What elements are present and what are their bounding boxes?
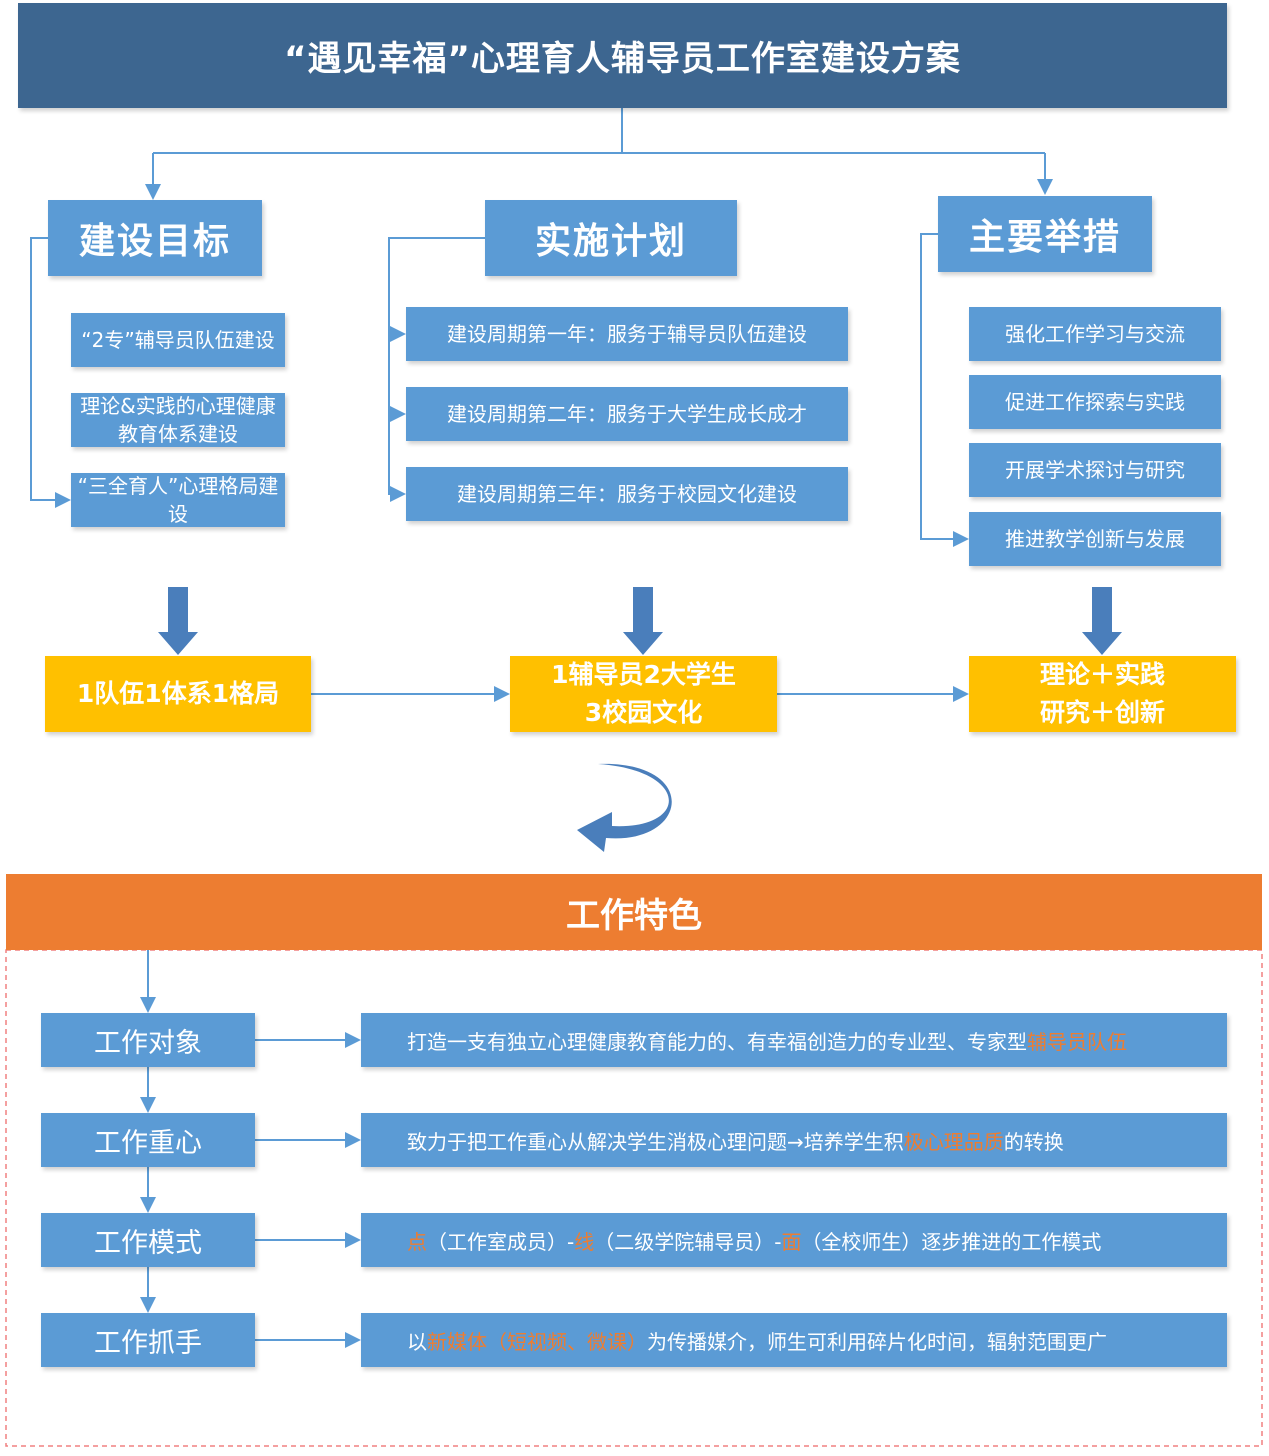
- measure-item: 强化工作学习与交流: [969, 307, 1221, 361]
- description-text: （全校师生）逐步推进的工作模式: [801, 1229, 1102, 1254]
- feature-label: 工作对象: [41, 1013, 255, 1067]
- highlight-text: 极心理品质: [903, 1129, 1004, 1154]
- features-header: 工作特色: [6, 874, 1262, 950]
- description-text: 以: [407, 1329, 427, 1354]
- description-text: （工作室成员）-: [427, 1229, 575, 1254]
- result-line: 理论＋实践: [1039, 660, 1165, 689]
- highlight-text: 辅导员队伍: [1027, 1029, 1127, 1054]
- goal-item: “三全育人”心理格局建设: [71, 473, 285, 527]
- feature-description: 打造一支有独立心理健康教育能力的、有幸福创造力的专业型、专家型辅导员队伍: [361, 1013, 1227, 1067]
- result-plan: 1辅导员2大学生 3校园文化: [510, 656, 777, 732]
- measure-item: 促进工作探索与实践: [969, 375, 1221, 429]
- description-text: 为传播媒介，师生可利用碎片化时间，辐射范围更广: [647, 1329, 1107, 1354]
- highlight-text: 点: [407, 1229, 427, 1254]
- feature-label: 工作重心: [41, 1113, 255, 1167]
- description-text: 的转换: [1003, 1129, 1064, 1154]
- result-line: 研究＋创新: [1039, 698, 1165, 727]
- plan-item: 建设周期第三年：服务于校园文化建设: [406, 467, 848, 521]
- plan-item: 建设周期第二年：服务于大学生成长成才: [406, 387, 848, 441]
- down-arrows: [158, 587, 1122, 655]
- highlight-text: 面: [781, 1229, 802, 1254]
- result-measures: 理论＋实践研究＋创新: [969, 656, 1236, 732]
- heading-plan: 实施计划: [485, 200, 737, 276]
- feature-label: 工作抓手: [41, 1313, 255, 1367]
- highlight-text: 线: [574, 1229, 595, 1254]
- goal-item: 理论&实践的心理健康教育体系建设: [71, 393, 285, 447]
- highlight-text: 新媒体（短视频、微课）: [427, 1329, 647, 1354]
- heading-measures: 主要举措: [938, 196, 1152, 272]
- feature-description: 致力于把工作重心从解决学生消极心理问题→培养学生积极心理品质的转换: [361, 1113, 1227, 1167]
- heading-goals: 建设目标: [48, 200, 262, 276]
- description-text: 致力于把工作重心从解决学生消极心理问题→培养学生积: [407, 1129, 904, 1154]
- feature-description: 以新媒体（短视频、微课）为传播媒介，师生可利用碎片化时间，辐射范围更广: [361, 1313, 1227, 1367]
- goal-item: “2专”辅导员队伍建设: [71, 313, 285, 367]
- feature-label: 工作模式: [41, 1213, 255, 1267]
- result-line: 1辅导员2大学生: [551, 660, 736, 689]
- page-title: “遇见幸福”心理育人辅导员工作室建设方案: [18, 3, 1227, 108]
- description-text: （二级学院辅导员）-: [594, 1229, 782, 1254]
- result-line: 3校园文化: [584, 698, 703, 727]
- feature-description: 点（工作室成员）-线（二级学院辅导员）-面（全校师生）逐步推进的工作模式: [361, 1213, 1227, 1267]
- plan-item: 建设周期第一年：服务于辅导员队伍建设: [406, 307, 848, 361]
- measure-item: 开展学术探讨与研究: [969, 443, 1221, 497]
- result-line: 1队伍1体系1格局: [76, 679, 280, 708]
- result-goals: 1队伍1体系1格局: [45, 656, 311, 732]
- measure-item: 推进教学创新与发展: [969, 512, 1221, 566]
- description-text: 打造一支有独立心理健康教育能力的、有幸福创造力的专业型、专家型: [407, 1029, 1027, 1054]
- curved-arrow-icon: [577, 763, 672, 852]
- features-border: [5, 949, 1263, 1447]
